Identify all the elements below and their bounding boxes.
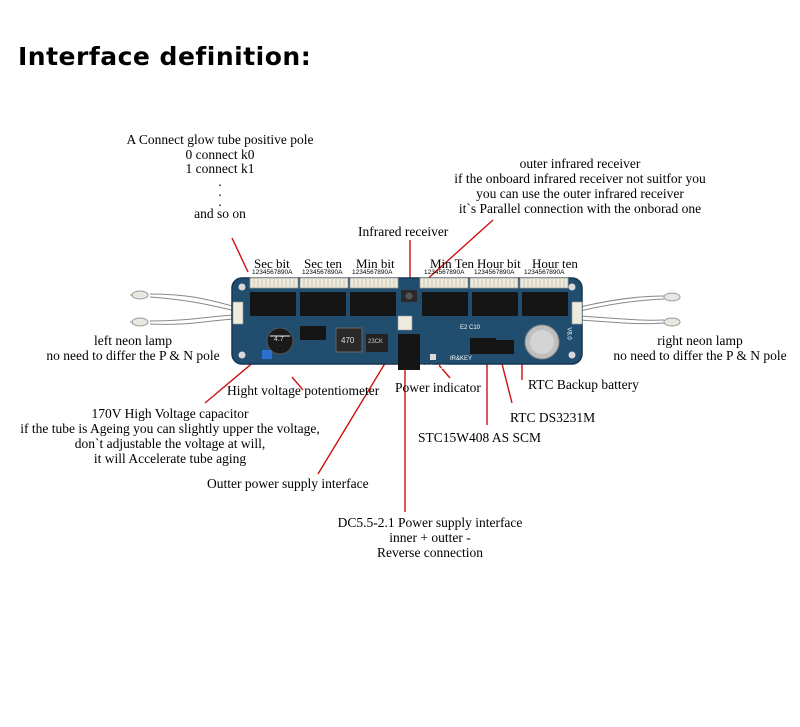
label-dc-power: DC5.5-2.1 Power supply interface inner +… [337, 515, 523, 560]
dc-jack [398, 334, 420, 370]
dc-mark: DC5~12V [420, 364, 449, 371]
label-hv-pot: Hight voltage potentiometer [227, 383, 380, 398]
label-hour-bit: Hour bit [477, 256, 521, 271]
label-sec-bit: Sec bit [254, 256, 290, 271]
digit-silk-6: 1234567890A [524, 269, 565, 276]
digit-silk-5: 1234567890A [474, 269, 515, 276]
digit-silk-3: 1234567890A [352, 269, 393, 276]
label-min-bit: Min bit [356, 256, 395, 271]
driver-chips [250, 292, 568, 316]
left-neon-connector [232, 301, 244, 325]
right-neon-bulb-2 [663, 317, 681, 327]
label-rtc-battery: RTC Backup battery [528, 377, 639, 392]
label-right-neon: right neon lamp no need to differ the P … [613, 333, 787, 363]
label-glow-tube: A Connect glow tube positive pole 0 conn… [126, 132, 314, 221]
e2-mark: E2 C10 [460, 325, 481, 331]
label-rtc-chip: RTC DS3231M [510, 410, 596, 425]
label-min-ten: Min Ten [430, 256, 474, 271]
digit-silk-4: 1234567890A [424, 269, 465, 276]
leader-power-indicator [437, 363, 451, 379]
leader-hv-pot [291, 376, 304, 391]
label-capacitor: 170V High Voltage capacitor if the tube … [20, 406, 320, 466]
right-neon-connector [571, 301, 583, 325]
power-led [430, 354, 436, 360]
label-power-indicator: Power indicator [395, 380, 481, 395]
label-outer-ir: outer infrared receiver if the onboard i… [454, 156, 706, 216]
ir-mark: IR&KEY [450, 356, 473, 362]
hv-capacitor [266, 327, 294, 355]
hv-potentiometer [262, 350, 272, 359]
label-left-neon: left neon lamp no need to differ the P &… [46, 333, 220, 363]
left-neon-bulb-2 [130, 317, 149, 327]
label-scm: STC15W408 AS SCM [418, 430, 542, 445]
chip-mark: 23CK [368, 339, 384, 345]
version-mark: V8.0 [565, 327, 572, 340]
right-neon-bulb-1 [663, 292, 681, 302]
leader-glow-tube [231, 237, 249, 273]
right-neon-lamps [579, 295, 665, 325]
left-neon-bulb-1 [130, 290, 149, 300]
label-hour-ten: Hour ten [532, 256, 578, 271]
inductor-mark: 470 [341, 336, 355, 345]
page-title: Interface definition: [18, 42, 312, 71]
digit-silk-2: 1234567890A [302, 269, 343, 276]
scm-chip [470, 338, 496, 354]
label-sec-ten: Sec ten [304, 256, 342, 271]
label-ir-receiver: Infrared receiver [358, 224, 449, 239]
label-outer-power: Outter power supply interface [207, 476, 369, 491]
capacitor-mark: 4.7 [274, 336, 284, 343]
digit-silk-1: 1234567890A [252, 269, 293, 276]
rtc-chip [496, 340, 514, 354]
left-neon-lamps [149, 293, 237, 325]
inductor [335, 327, 363, 353]
outer-ir-connector [397, 315, 413, 331]
